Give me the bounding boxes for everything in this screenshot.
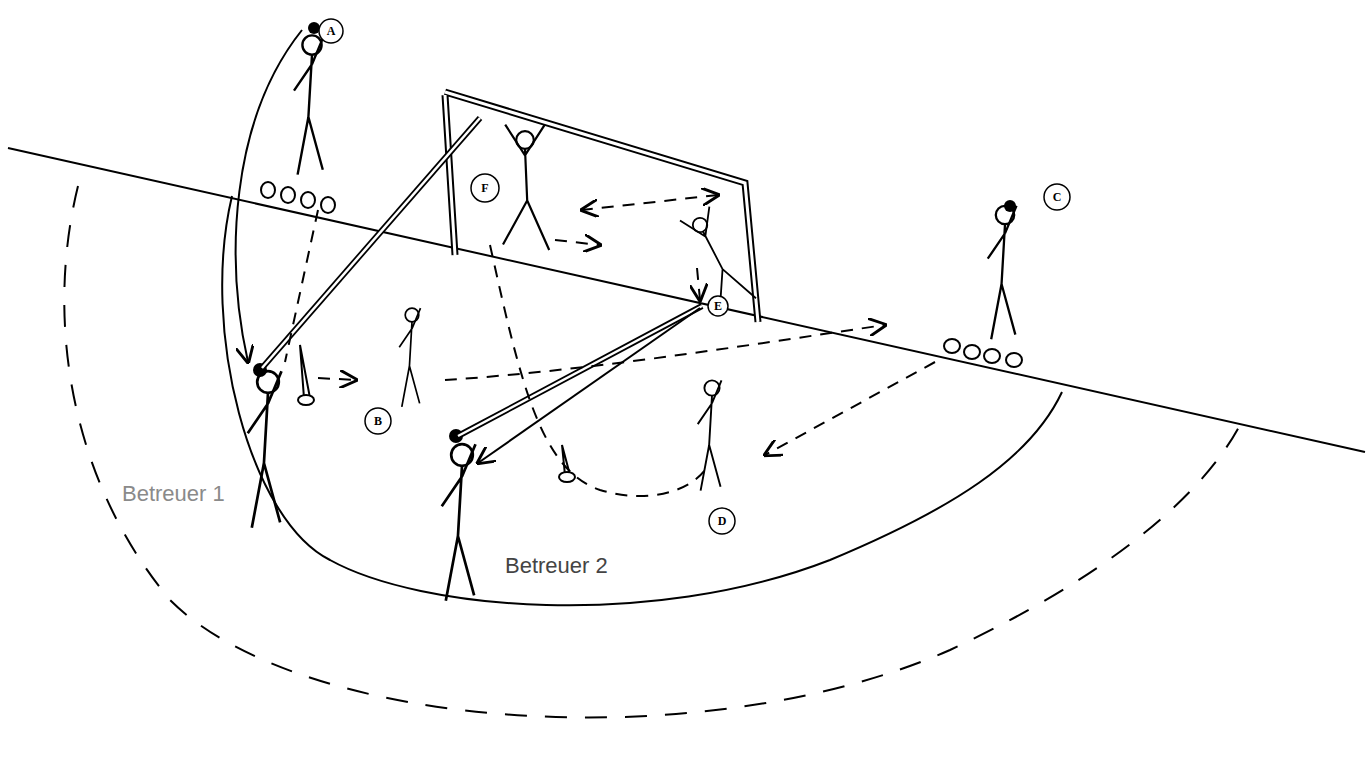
player-letter: B	[374, 414, 382, 429]
cones	[298, 345, 575, 482]
player-marker: F	[470, 173, 500, 203]
marker-circle	[319, 19, 343, 43]
goal-line	[8, 148, 1365, 452]
players	[248, 35, 1017, 600]
passes	[236, 30, 702, 463]
player-marker: E	[707, 295, 729, 317]
player-marker: C	[1043, 183, 1071, 211]
player-letter: A	[327, 24, 336, 39]
coach-label: Betreuer 2	[505, 553, 608, 579]
player-letter: D	[718, 514, 727, 529]
goal	[445, 92, 758, 322]
player-letter: C	[1053, 190, 1062, 205]
marker-circle	[365, 408, 391, 434]
held-balls	[253, 22, 1016, 443]
player-letter: F	[481, 181, 488, 196]
run-paths	[285, 195, 935, 496]
coach-label: Betreuer 1	[122, 481, 225, 507]
player-marker: D	[708, 507, 736, 535]
six-metre-line	[222, 196, 1062, 605]
player-letter: E	[714, 299, 722, 314]
nine-metre-line	[64, 186, 1240, 717]
marker-circle	[1044, 184, 1070, 210]
marker-circle	[471, 174, 499, 202]
player-marker: A	[318, 18, 344, 44]
player-marker: B	[364, 407, 392, 435]
marker-circle	[708, 296, 728, 316]
marker-circle	[709, 508, 735, 534]
